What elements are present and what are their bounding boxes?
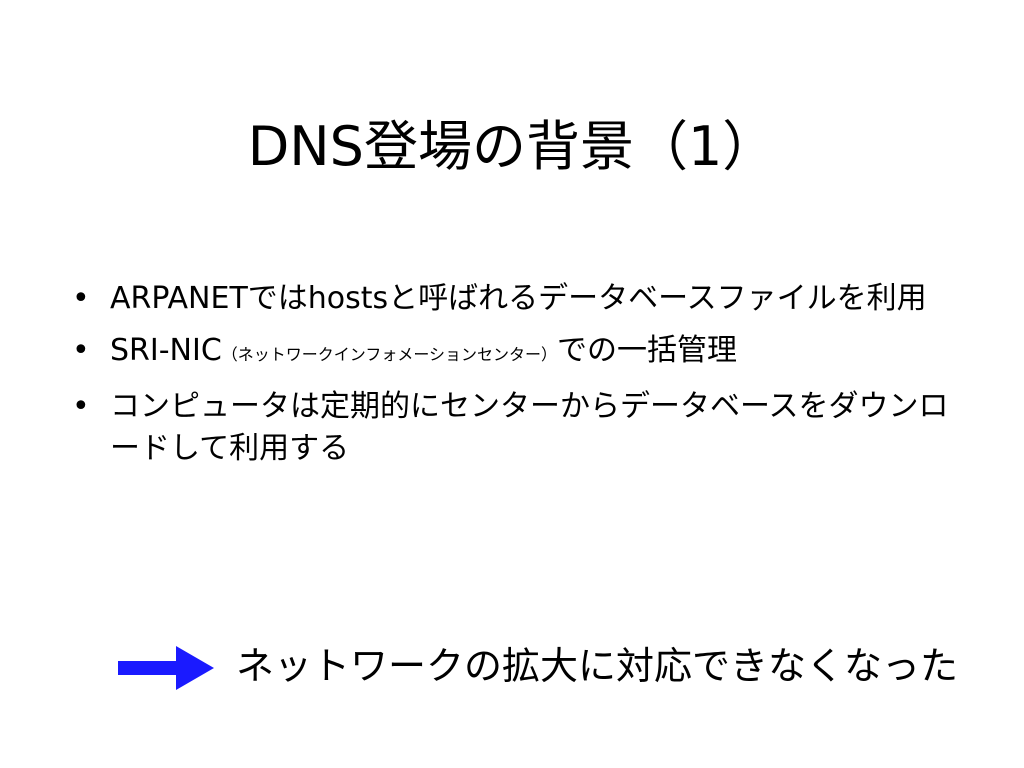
- bullet-item: • コンピュータは定期的にセンターからデータベースをダウンロードして利用する: [72, 386, 952, 470]
- bullet-marker: •: [72, 389, 90, 424]
- slide-title: DNS登場の背景（1）: [247, 115, 777, 178]
- bullet-text-tail: での一括管理: [557, 333, 737, 368]
- bullet-item: • SRI-NIC（ネットワークインフォメーションセンター）での一括管理: [72, 330, 952, 376]
- right-arrow-icon: [118, 646, 214, 690]
- bullet-text: コンピュータは定期的にセンターからデータベースをダウンロードして利用する: [110, 389, 949, 466]
- bullet-marker: •: [72, 281, 90, 316]
- bullet-marker: •: [72, 333, 90, 368]
- bullet-text: ARPANETではhostsと呼ばれるデータベースファイルを利用: [110, 281, 927, 316]
- bullet-item: • ARPANETではhostsと呼ばれるデータベースファイルを利用: [72, 278, 952, 320]
- conclusion-text: ネットワークの拡大に対応できなくなった: [236, 644, 959, 688]
- conclusion: ネットワークの拡大に対応できなくなった: [118, 640, 1018, 696]
- bullet-list: • ARPANETではhostsと呼ばれるデータベースファイルを利用 • SRI…: [72, 278, 952, 480]
- bullet-text-main: SRI-NIC: [110, 333, 222, 368]
- bullet-text-small: （ネットワークインフォメーションセンター）: [221, 345, 557, 364]
